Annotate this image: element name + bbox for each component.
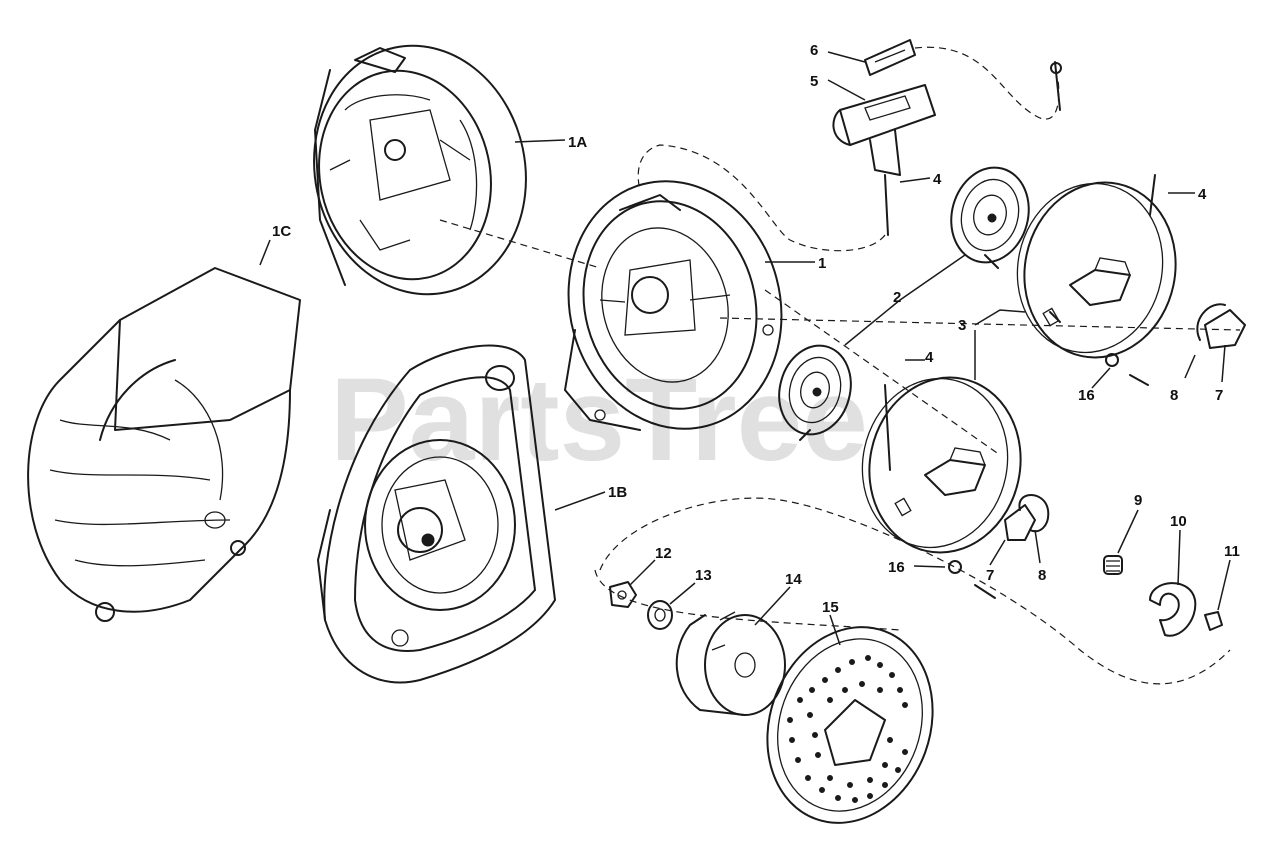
callout-1a: 1A (568, 134, 587, 151)
callout-5: 5 (810, 73, 818, 90)
part-8-pawl-spring-lower (1018, 494, 1050, 533)
callout-14: 14 (785, 571, 802, 588)
callout-9: 9 (1134, 492, 1142, 509)
part-8-pawl-spring-upper (1196, 303, 1226, 341)
part-16-screw-lower (948, 560, 996, 599)
part-1-starter-housing (564, 180, 783, 431)
rope-end-screw (1050, 61, 1062, 111)
part-16-screw-upper (1105, 353, 1149, 386)
callout-1c: 1C (272, 223, 291, 240)
part-7-pawl-upper (1204, 309, 1246, 349)
callout-10: 10 (1170, 513, 1187, 530)
part-6-handle-insert (864, 39, 916, 76)
callout-7-lower: 7 (986, 567, 994, 584)
part-13-washer (647, 600, 673, 630)
part-1b-starter-housing (317, 344, 556, 684)
part-12-nut (609, 581, 637, 608)
callout-4-handle: 4 (933, 171, 942, 188)
callout-labels: 1A 1 1B 1C 2 3 4 4 4 5 6 7 7 8 8 16 16 9… (272, 42, 1240, 616)
callout-leader-lines (259, 51, 1231, 646)
part-1c-blower-housing (27, 267, 301, 622)
callout-4-upper: 4 (1198, 186, 1207, 203)
callout-1: 1 (818, 255, 826, 272)
callout-13: 13 (695, 567, 712, 584)
part-1a-starter-housing (313, 44, 527, 296)
callout-2: 2 (893, 289, 901, 306)
part-10-retainer (1149, 582, 1197, 637)
callout-11: 11 (1224, 543, 1240, 560)
part-15-rotating-screen (766, 626, 934, 824)
part-11-nut (1204, 611, 1223, 631)
part-5-starter-handle (832, 84, 936, 176)
part-9-spring (1103, 555, 1123, 575)
callout-1b: 1B (608, 484, 627, 501)
callout-6: 6 (810, 42, 818, 59)
callout-16-lower: 16 (888, 559, 905, 576)
part-2-rewind-spring-upper (950, 166, 1030, 269)
part-3-pulley-upper (1016, 181, 1177, 359)
part-3-pulley-lower (861, 376, 1022, 554)
callout-15: 15 (822, 599, 839, 616)
part-14-starter-cup (675, 611, 786, 716)
callout-4-lower: 4 (925, 349, 934, 366)
callout-7-upper: 7 (1215, 387, 1223, 404)
callout-12: 12 (655, 545, 672, 562)
callout-8-lower: 8 (1038, 567, 1046, 584)
part-4-starter-ropes (884, 174, 1156, 471)
callout-8-upper: 8 (1170, 387, 1178, 404)
part-2-rewind-spring-lower (778, 344, 852, 441)
callout-16-upper: 16 (1078, 387, 1095, 404)
callout-3: 3 (958, 317, 966, 334)
